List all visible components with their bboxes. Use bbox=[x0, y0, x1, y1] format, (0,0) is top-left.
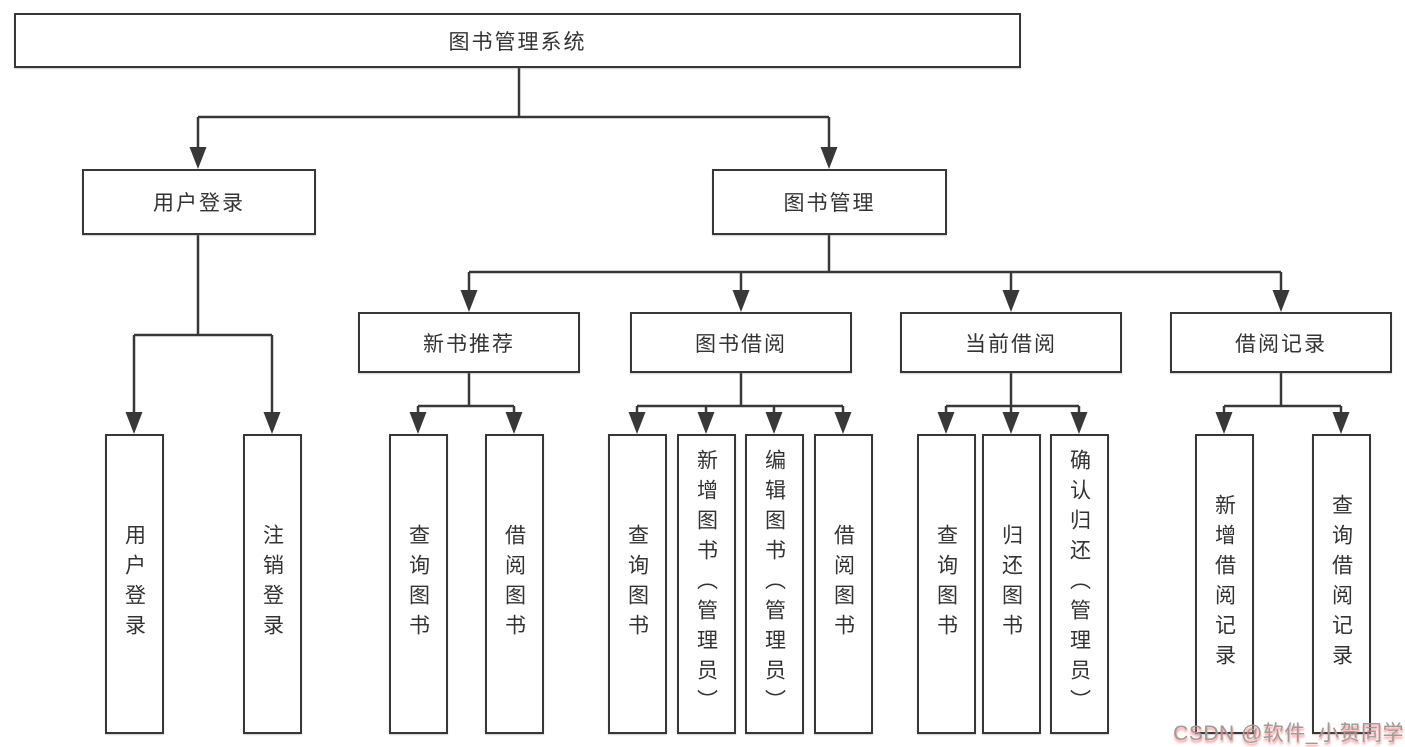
node-book-management: 图书管理 bbox=[712, 169, 947, 235]
leaf-query-books-current-label: 查询图书 bbox=[934, 524, 958, 644]
leaf-query-books-borrowing-label: 查询图书 bbox=[625, 524, 649, 644]
leaf-add-borrow-record: 新增借阅记录 bbox=[1194, 434, 1254, 734]
node-new-book-recommend-label: 新书推荐 bbox=[423, 332, 515, 356]
node-book-borrowing: 图书借阅 bbox=[630, 312, 852, 373]
node-current-borrowing: 当前借阅 bbox=[900, 312, 1122, 373]
leaf-edit-book-admin: 编辑图书（管理员） bbox=[744, 434, 804, 734]
watermark: CSDN @软件_小贺同学 bbox=[1173, 722, 1404, 745]
leaf-borrow-books-recommend: 借阅图书 bbox=[484, 434, 544, 734]
node-new-book-recommend: 新书推荐 bbox=[358, 312, 580, 373]
leaf-edit-book-admin-label: 编辑图书（管理员） bbox=[762, 449, 786, 719]
leaf-confirm-return-admin: 确认归还（管理员） bbox=[1049, 434, 1109, 734]
leaf-add-borrow-record-label: 新增借阅记录 bbox=[1212, 494, 1236, 674]
node-book-borrowing-label: 图书借阅 bbox=[695, 332, 787, 356]
leaf-add-book-admin: 新增图书（管理员） bbox=[676, 434, 736, 734]
node-borrow-records: 借阅记录 bbox=[1170, 312, 1392, 373]
leaf-return-books-label: 归还图书 bbox=[999, 524, 1023, 644]
leaf-query-borrow-record-label: 查询借阅记录 bbox=[1329, 494, 1353, 674]
node-root: 图书管理系统 bbox=[14, 13, 1021, 68]
node-root-label: 图书管理系统 bbox=[448, 30, 587, 54]
leaf-add-book-admin-label: 新增图书（管理员） bbox=[694, 449, 718, 719]
leaf-logout: 注销登录 bbox=[242, 434, 302, 734]
leaf-query-books-current: 查询图书 bbox=[916, 434, 976, 734]
leaf-borrow-books-label: 借阅图书 bbox=[831, 524, 855, 644]
leaf-query-books-recommend: 查询图书 bbox=[388, 434, 448, 734]
node-current-borrowing-label: 当前借阅 bbox=[965, 332, 1057, 356]
leaf-confirm-return-admin-label: 确认归还（管理员） bbox=[1067, 449, 1091, 719]
node-user-login: 用户登录 bbox=[82, 169, 316, 235]
leaf-user-login-label: 用户登录 bbox=[122, 524, 146, 644]
leaf-return-books: 归还图书 bbox=[981, 434, 1041, 734]
node-user-login-label: 用户登录 bbox=[153, 192, 245, 215]
leaf-query-borrow-record: 查询借阅记录 bbox=[1311, 434, 1371, 734]
leaf-logout-label: 注销登录 bbox=[260, 524, 284, 644]
leaf-query-books-recommend-label: 查询图书 bbox=[406, 524, 430, 644]
leaf-borrow-books: 借阅图书 bbox=[813, 434, 873, 734]
node-borrow-records-label: 借阅记录 bbox=[1235, 332, 1327, 356]
leaf-query-books-borrowing: 查询图书 bbox=[607, 434, 667, 734]
node-book-management-label: 图书管理 bbox=[783, 192, 876, 215]
leaf-borrow-books-recommend-label: 借阅图书 bbox=[502, 524, 526, 644]
leaf-user-login: 用户登录 bbox=[104, 434, 164, 734]
